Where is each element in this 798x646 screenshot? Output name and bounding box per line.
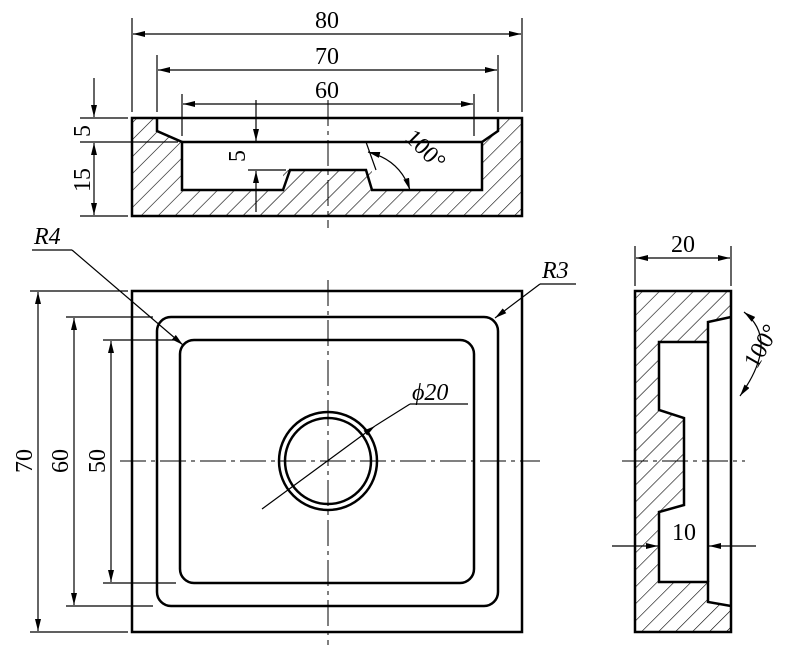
dim-text-60-vertical: 60 (48, 449, 74, 473)
angle-arc-side (739, 311, 762, 397)
leader-r3 (494, 283, 541, 319)
dim-text-70: 70 (315, 44, 339, 70)
dim-text-diameter: ϕ20 (412, 380, 448, 406)
dim-text-r4: R4 (33, 224, 61, 250)
dim-text-70-vertical: 70 (12, 449, 38, 473)
side-section-view: 20 100° 10 (612, 232, 785, 634)
dim-text-depth-15: 15 (70, 168, 96, 192)
dim-text-10: 10 (672, 520, 696, 546)
dim-text-20: 20 (671, 232, 695, 258)
angle-text-side: 100° (739, 320, 784, 372)
angle-arc-top (367, 151, 411, 191)
top-outline (130, 116, 524, 218)
plan-view: 70 60 50 ϕ20 R3 R4 (12, 224, 576, 645)
leader-r4 (71, 249, 184, 346)
top-hatched-body (132, 118, 522, 216)
leader-diameter-tail (374, 403, 411, 427)
ext-line (365, 141, 377, 171)
dim-text-r3: R3 (541, 258, 569, 284)
dim-text-80: 80 (315, 8, 339, 34)
top-pocket-outline (155, 118, 500, 192)
leader-diameter (261, 425, 376, 510)
angle-text-top: 100° (400, 125, 451, 176)
dim-text-step-5: 5 (225, 150, 251, 162)
dim-text-60: 60 (315, 78, 339, 104)
dim-text-50-vertical: 50 (85, 449, 111, 473)
top-section-view: 80 70 60 5 15 5 100° (70, 8, 524, 228)
dim-text-depth-5: 5 (70, 125, 96, 137)
